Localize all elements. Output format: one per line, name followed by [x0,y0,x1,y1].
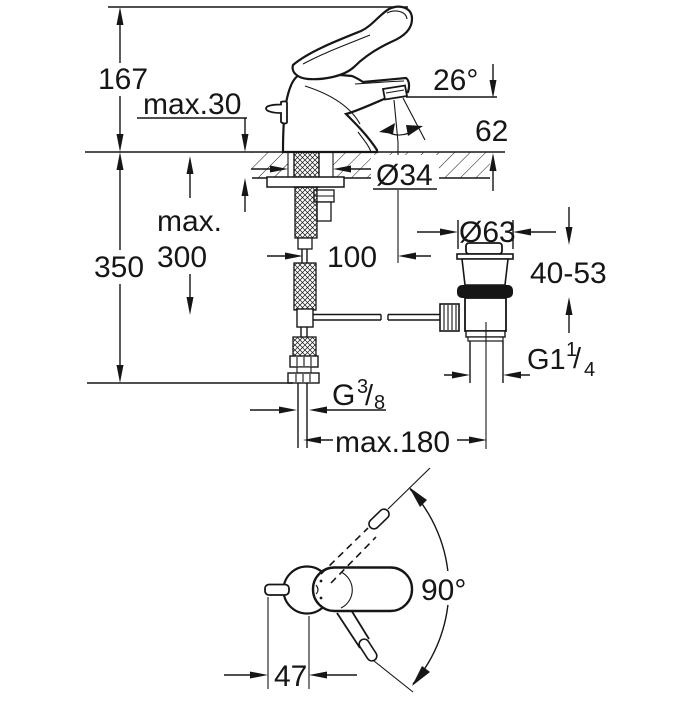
dim-d34-label: Ø34 [376,159,433,192]
dim-d63: Ø63 [417,216,556,249]
drain-assembly [439,242,514,449]
dim-167: 167 [98,7,148,152]
dim-90deg: 90° [409,487,473,686]
dim-max180-label: max.180 [335,426,450,459]
dim-4053-label: 40-53 [530,257,607,290]
dim-max300: max. 300 [157,156,222,315]
dim-62-label: 62 [475,115,508,148]
dim-4053: 40-53 [530,207,607,333]
dim-350: 350 [87,152,293,384]
handle-top [311,566,414,613]
faucet-lever-handle [291,5,414,81]
dim-100: 100 [267,241,431,274]
dim-62: 62 [475,64,508,191]
dim-350-label: 350 [94,251,144,284]
rod-adjust-knob [439,303,460,332]
dim-d34: Ø34 [251,155,439,192]
dim-max300-label-2: 300 [157,241,207,274]
dim-26deg-label: 26° [433,64,478,97]
supply-hose [287,186,320,448]
dim-g38: G 3 / 8 [250,376,386,414]
drain-seal [457,285,513,298]
lever-raised-position [320,467,431,584]
dim-max30: max.30 [137,88,249,212]
dim-d63-label: Ø63 [459,216,516,249]
spout-stub-top [264,583,290,596]
dim-g114: G1 1 / 4 [444,339,595,381]
dimensions-side: 167 max.30 350 max. 300 [87,7,607,459]
aerator [381,84,409,101]
dim-100-label: 100 [327,241,377,274]
dim-47-label: 47 [274,660,307,693]
pop-up-knob [265,100,288,125]
dim-167-label: 167 [98,63,148,96]
top-view: 90° 47 [224,467,473,693]
lever-rest-position [336,604,414,693]
dim-max300-label-1: max. [157,205,222,238]
dim-g114-label: G1 1 / 4 [527,339,595,381]
dim-90deg-label: 90° [421,574,466,607]
dim-26deg: 26° [406,64,497,98]
dim-g38-label: G 3 / 8 [332,376,385,414]
side-view [85,5,514,449]
dim-max180: max.180 [303,426,487,459]
faucet-body [281,70,411,154]
dim-max30-label: max.30 [143,88,241,121]
pop-up-rod [313,313,441,321]
dim-47: 47 [224,597,357,693]
spray-angle-annotation [379,97,426,143]
